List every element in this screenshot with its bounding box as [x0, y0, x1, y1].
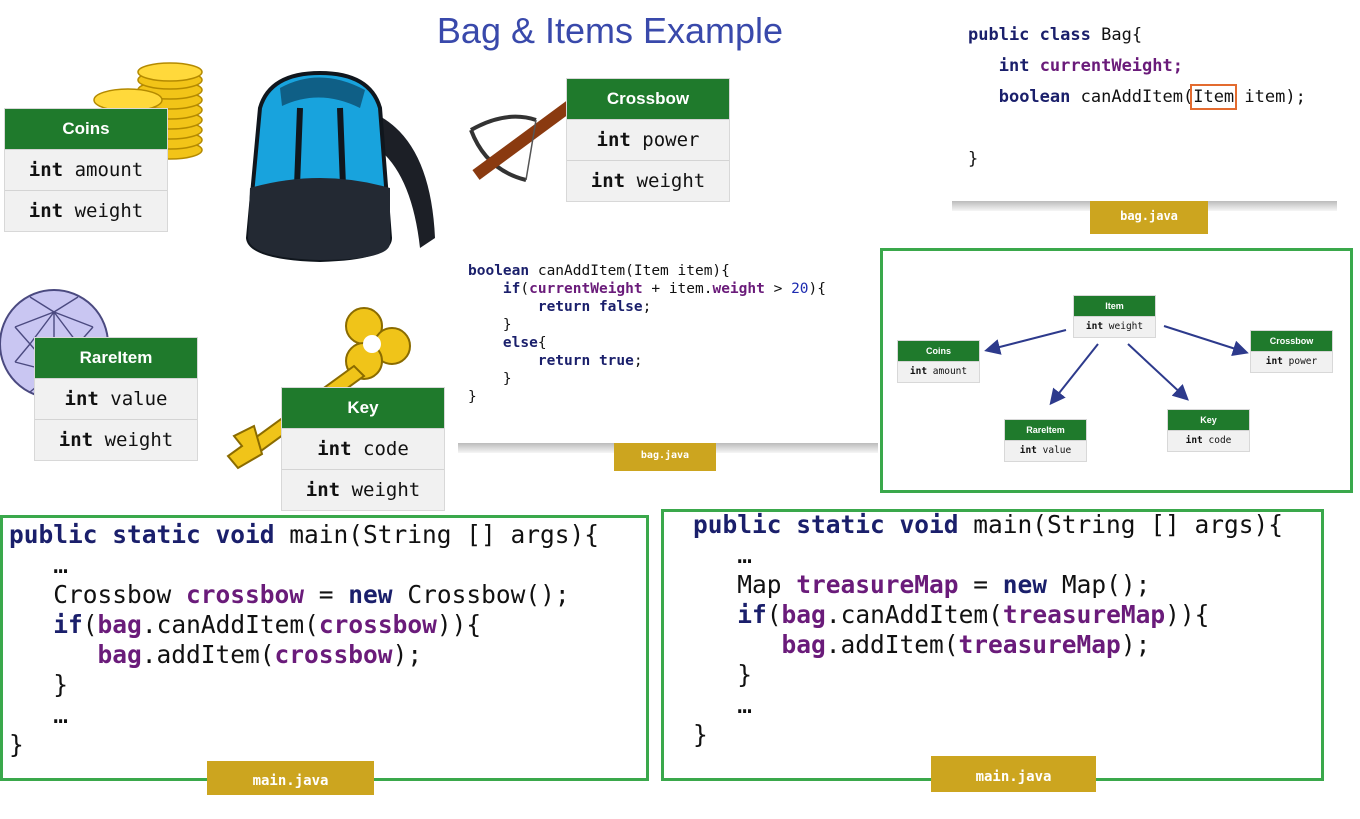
class-name: Coins	[5, 109, 167, 149]
field-row: int weight	[282, 469, 444, 510]
class-box-rareitem: RareItem int value int weight	[34, 337, 198, 461]
class-name: Crossbow	[567, 79, 729, 119]
class-box-key-small: Key int code	[1167, 409, 1250, 452]
backpack-icon	[245, 70, 435, 263]
field-row: int amount	[5, 149, 167, 190]
item-type-highlight: Item	[1190, 84, 1238, 110]
main-left-code: public static void main(String [] args){…	[9, 520, 600, 759]
class-box-key: Key int code int weight	[281, 387, 445, 511]
file-tab-main: main.java	[207, 761, 374, 795]
main-right-code: public static void main(String [] args){…	[693, 510, 1284, 749]
bag-class-code: public class Bag{ int currentWeight; boo…	[968, 25, 1306, 169]
crossbow-icon	[469, 100, 575, 182]
class-name: Key	[282, 388, 444, 428]
class-box-crossbow-small: Crossbow int power	[1250, 330, 1333, 373]
class-box-rareitem-small: RareItem int value	[1004, 419, 1087, 462]
can-add-item-code: boolean canAddItem(Item item){ if(curren…	[468, 263, 826, 405]
page-title: Bag & Items Example	[436, 10, 784, 51]
hierarchy-diagram	[880, 248, 1353, 493]
class-box-coins: Coins int amount int weight	[4, 108, 168, 232]
inheritance-arrows	[984, 325, 1249, 406]
file-tab-bag: bag.java	[1090, 201, 1208, 234]
file-tab-main: main.java	[931, 756, 1096, 792]
field-row: int power	[567, 119, 729, 160]
class-box-item: Item int weight	[1073, 295, 1156, 338]
field-row: int weight	[5, 190, 167, 231]
class-box-coins-small: Coins int amount	[897, 340, 980, 383]
field-row: int value	[35, 378, 197, 419]
field-row: int weight	[567, 160, 729, 201]
field-row: int code	[282, 428, 444, 469]
class-box-crossbow: Crossbow int power int weight	[566, 78, 730, 202]
file-tab-bag: bag.java	[614, 443, 716, 471]
class-name: RareItem	[35, 338, 197, 378]
field-row: int weight	[35, 419, 197, 460]
